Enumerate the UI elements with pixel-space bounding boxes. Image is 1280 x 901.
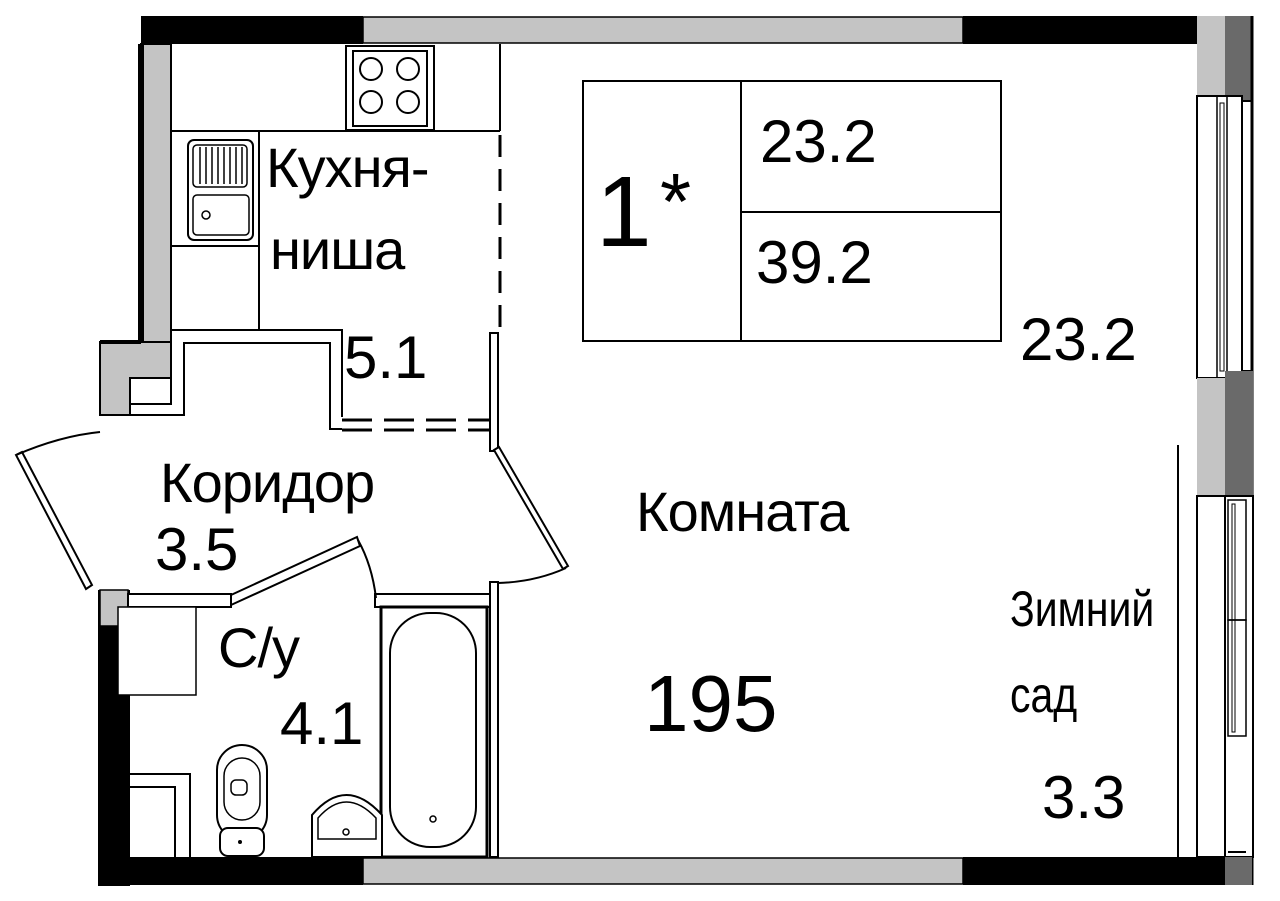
apartment-summary-box: 1 * 23.2 39.2 — [582, 80, 1002, 342]
winter-garden-label-line1: Зимний — [1010, 581, 1155, 637]
rooms-count: 1 — [596, 156, 652, 268]
stove-icon — [345, 45, 435, 131]
kitchen-area: 5.1 — [344, 324, 428, 391]
room-area: 23.2 — [1020, 306, 1137, 373]
wall-bottom-left — [98, 857, 363, 885]
wall-bottom-right — [963, 857, 1225, 885]
winter-garden-area: 3.3 — [1042, 764, 1126, 831]
total-area-value: 39.2 — [756, 229, 873, 296]
rooms-marker: * — [660, 157, 692, 246]
wall-bottom-window — [362, 857, 964, 885]
wall-top-window — [362, 16, 964, 44]
rooms-count-cell: 1 * — [584, 82, 742, 340]
washbasin-icon — [311, 794, 383, 858]
toilet-icon — [216, 744, 268, 857]
entrance-door — [14, 450, 94, 591]
wall-top-left — [141, 16, 363, 44]
room-label: Комната — [636, 480, 849, 543]
bathroom-door — [230, 535, 362, 607]
kitchen-label-line2: ниша — [270, 218, 405, 281]
room-door — [492, 445, 570, 571]
bathroom-area: 4.1 — [280, 690, 364, 757]
bathroom-label: С/у — [218, 616, 300, 679]
kitchen-label-line1: Кухня- — [266, 136, 430, 199]
wall-top-right — [963, 16, 1199, 44]
corridor-label: Коридор — [160, 451, 375, 514]
corridor-area: 3.5 — [155, 516, 239, 583]
living-area-cell: 23.2 — [742, 82, 1000, 213]
bathtub-icon — [379, 605, 489, 859]
ceiling-height: 195 — [644, 659, 778, 748]
living-area-value: 23.2 — [760, 108, 877, 175]
winter-garden-label-line2: сад — [1010, 667, 1078, 723]
sink-icon — [187, 139, 254, 241]
wall-left-upper — [140, 43, 172, 345]
total-area-cell: 39.2 — [742, 213, 1000, 340]
